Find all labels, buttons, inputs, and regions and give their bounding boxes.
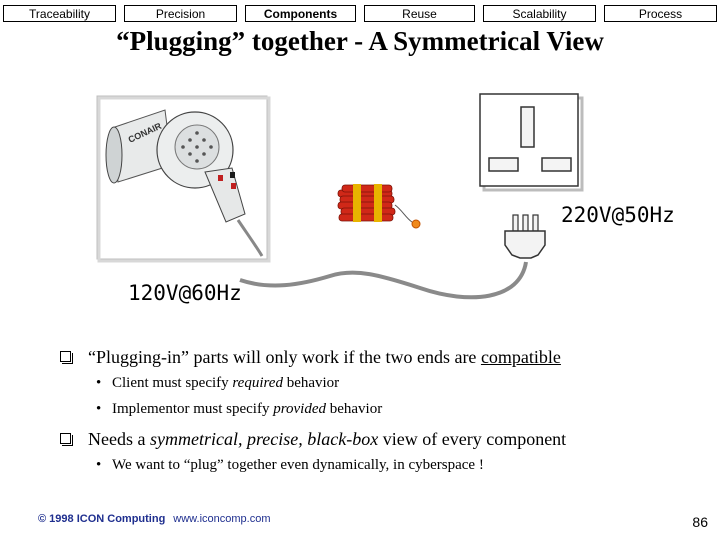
sub-bullet-3: • We want to “plug” together even dynamic… xyxy=(96,457,484,474)
sub-bullet-1-text: Client must specify xyxy=(112,375,233,391)
footer: © 1998 ICON Computing www.iconcomp.com xyxy=(38,513,271,525)
sub-bullet-2: • Implementor must specify provided behav… xyxy=(96,401,382,418)
plug-image xyxy=(504,214,546,259)
tab-process[interactable]: Process xyxy=(604,5,717,22)
sub-bullet-marker: • xyxy=(96,375,102,391)
bullet-2: Needs a symmetrical, precise, black-box … xyxy=(88,429,566,450)
bullet-2-text: Needs a xyxy=(88,429,150,449)
sub-bullet-2-emphasis: provided xyxy=(273,401,326,417)
label-left-voltage: 120V@60Hz xyxy=(128,281,242,305)
slide-title: “Plugging” together - A Symmetrical View xyxy=(116,26,604,56)
wall-outlet-image xyxy=(479,93,584,192)
sub-bullet-marker: • xyxy=(96,401,102,417)
page-number: 86 xyxy=(692,514,708,530)
sub-bullet-3-text: We want to “plug” together even dynamica… xyxy=(112,457,484,473)
footer-url[interactable]: www.iconcomp.com xyxy=(173,513,271,525)
dynamite-image xyxy=(337,184,421,229)
sub-bullet-2-tail: behavior xyxy=(325,401,383,417)
power-cable xyxy=(239,261,528,300)
bullet-marker-1 xyxy=(60,351,73,364)
label-right-voltage: 220V@50Hz xyxy=(561,203,675,227)
bullet-marker-2 xyxy=(60,433,73,446)
tab-scalability[interactable]: Scalability xyxy=(483,5,596,22)
bullet-2-emphasis: symmetrical, precise, black-box xyxy=(149,429,379,449)
sub-bullet-marker: • xyxy=(96,457,102,473)
bullet-1-text: “Plugging-in” parts will only work if th… xyxy=(88,347,481,367)
tab-reuse[interactable]: Reuse xyxy=(364,5,475,22)
tab-precision[interactable]: Precision xyxy=(124,5,237,22)
bullet-1-emphasis: compatible xyxy=(480,347,561,367)
plug-illustration: CONAIR xyxy=(96,93,584,300)
sub-bullet-1: • Client must specify required behavior xyxy=(96,375,339,392)
sub-bullet-2-text: Implementor must specify xyxy=(112,401,274,417)
bullet-1: “Plugging-in” parts will only work if th… xyxy=(88,347,561,368)
sub-bullet-1-emphasis: required xyxy=(232,375,283,391)
bullet-2-tail: view of every component xyxy=(378,429,567,449)
sub-bullet-1-tail: behavior xyxy=(282,375,340,391)
tab-traceability[interactable]: Traceability xyxy=(3,5,116,22)
tab-components[interactable]: Components xyxy=(245,5,356,22)
hair-dryer-image xyxy=(96,95,271,263)
footer-copyright: © 1998 ICON Computing xyxy=(38,513,166,525)
